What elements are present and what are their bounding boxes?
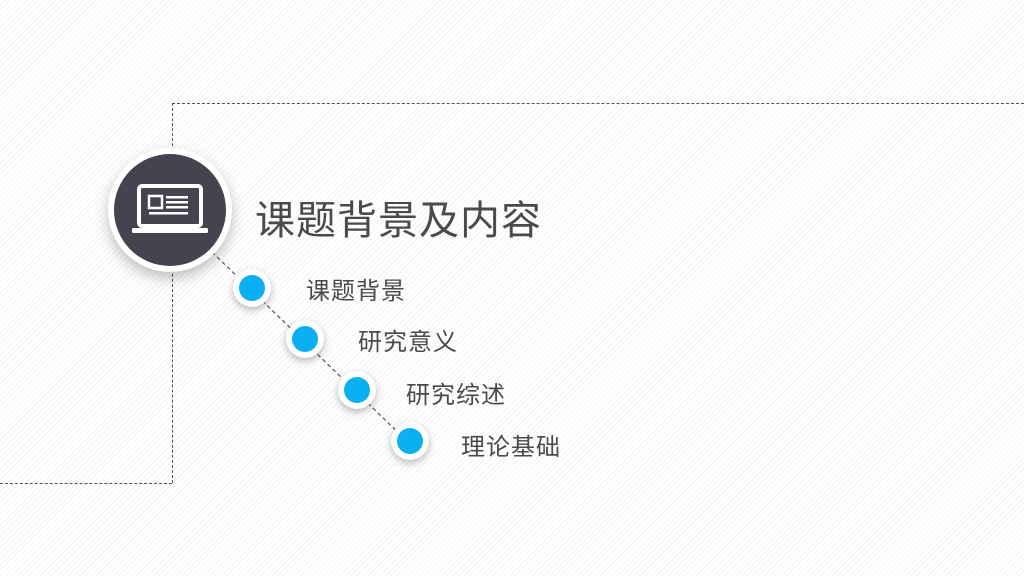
bullet-dot-1: [233, 269, 271, 307]
main-icon-badge: [108, 148, 232, 272]
presentation-screen-icon: [132, 184, 208, 233]
toc-item-3: 研究综述: [406, 381, 506, 409]
toc-item-4: 理论基础: [461, 433, 561, 461]
toc-item-1: 课题背景: [306, 277, 406, 305]
bullet-dot-2: [286, 320, 324, 358]
toc-item-2: 研究意义: [358, 328, 458, 356]
bullet-dot-4: [391, 422, 429, 460]
bullet-dot-3: [338, 371, 376, 409]
dashed-frame-left: [172, 103, 173, 483]
dashed-frame-top: [172, 103, 1024, 104]
dashed-frame-bottom: [0, 483, 172, 484]
slide-title: 课题背景及内容: [255, 198, 542, 244]
